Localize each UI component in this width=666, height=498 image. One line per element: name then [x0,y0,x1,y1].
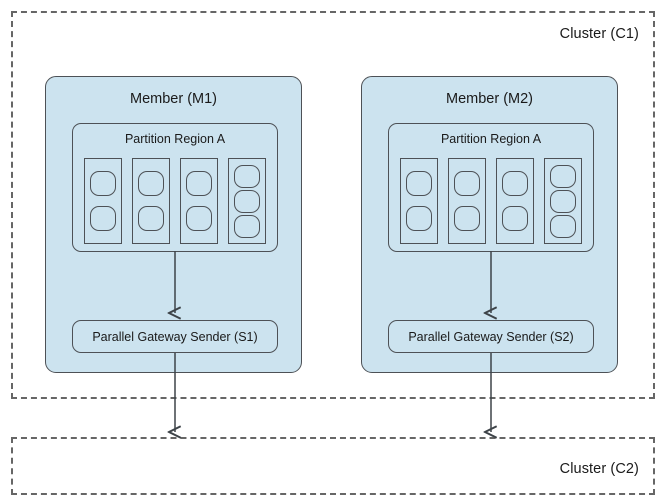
bucket-entry [406,171,432,196]
member-m1[interactable]: Member (M1) Partition Region A [45,76,302,373]
bucket[interactable] [448,158,486,244]
bucket-entry [454,206,480,231]
bucket[interactable] [84,158,122,244]
partition-region-m2-title: Partition Region A [440,132,542,146]
bucket[interactable] [132,158,170,244]
cluster-c2: Cluster (C2) [11,437,655,495]
partition-region-m1[interactable]: Partition Region A [72,123,278,252]
gateway-sender-s1[interactable]: Parallel Gateway Sender (S1) [72,320,278,353]
member-m2[interactable]: Member (M2) Partition Region A [361,76,618,373]
bucket-entry [502,171,528,196]
bucket-entry [90,206,116,231]
bucket-entry [234,214,260,238]
bucket[interactable] [496,158,534,244]
member-m2-title: Member (M2) [445,91,533,107]
bucket-entry [186,206,212,231]
bucket-row-m2 [400,158,582,244]
cluster-c2-label: Cluster (C2) [559,461,639,477]
bucket-entry [502,206,528,231]
cluster-c1: Cluster (C1) [11,11,655,399]
bucket-entry [90,171,116,196]
bucket-entry [406,206,432,231]
partition-region-m2[interactable]: Partition Region A [388,123,594,252]
bucket-entry [454,171,480,196]
gateway-sender-s2[interactable]: Parallel Gateway Sender (S2) [388,320,594,353]
bucket[interactable] [180,158,218,244]
bucket-entry [138,171,164,196]
bucket-entry [138,206,164,231]
member-m1-title: Member (M1) [129,91,217,107]
bucket-entry [550,164,576,188]
bucket[interactable] [228,158,266,244]
bucket-entry [186,171,212,196]
partition-region-m1-title: Partition Region A [124,132,226,146]
bucket[interactable] [544,158,582,244]
bucket-entry [550,214,576,238]
bucket-entry [550,189,576,213]
cluster-c1-label: Cluster (C1) [559,26,639,42]
bucket-entry [234,164,260,188]
bucket[interactable] [400,158,438,244]
bucket-entry [234,189,260,213]
bucket-row-m1 [84,158,266,244]
